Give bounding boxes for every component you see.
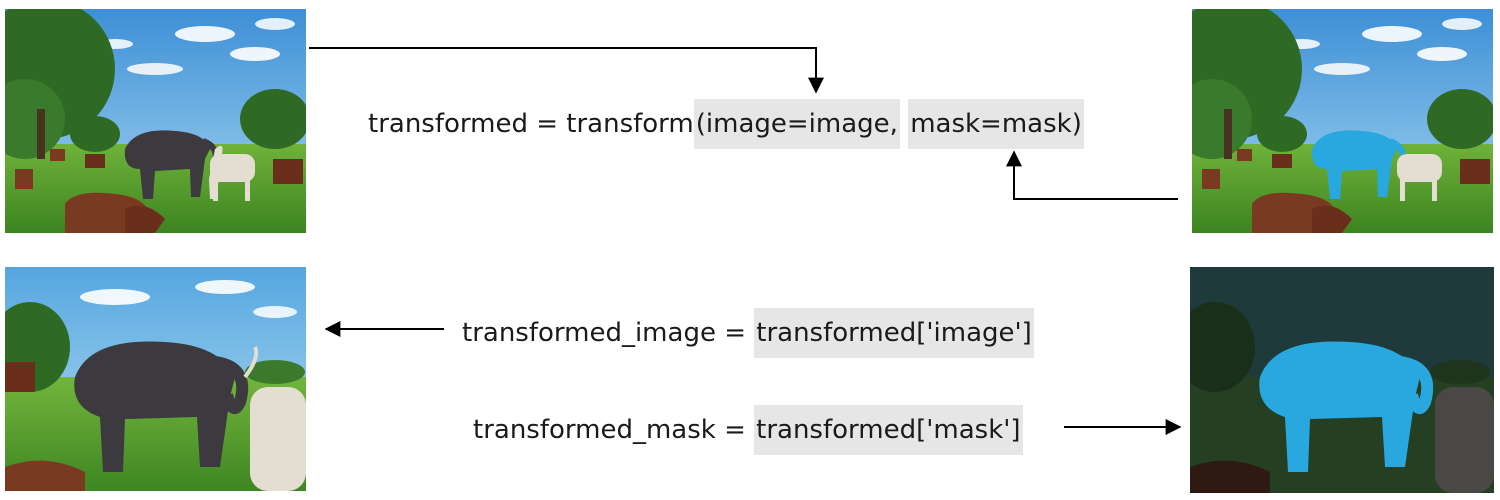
transformed-mask-assignment: transformed_mask =: [473, 415, 755, 445]
transformed-image-assignment: transformed_image =: [462, 318, 755, 348]
transformed-image-lookup: transformed['image']: [754, 308, 1034, 358]
mask-argument: mask=mask): [908, 99, 1084, 149]
transform-call-line: transformed = transform(image=image, mas…: [368, 99, 1084, 149]
transformed-image: [5, 267, 306, 491]
image-to-transform-arrow-icon: [309, 47, 824, 94]
transform-call-prefix: transformed = transform: [368, 109, 694, 139]
transformed-mask-lookup: transformed['mask']: [754, 405, 1023, 455]
mask-to-transform-arrow-icon: [1006, 150, 1178, 200]
savanna-scene-mask-image: [1192, 9, 1493, 233]
image-argument: (image=image,: [693, 99, 900, 149]
transformed-mask-line: transformed_mask = transformed['mask']: [473, 405, 1023, 455]
transformed-savanna-image: [5, 267, 306, 491]
transformed-mask-image: [1190, 267, 1494, 493]
savanna-scene-image: [5, 9, 306, 233]
input-mask-overlay-image: [1192, 9, 1493, 233]
input-image: [5, 9, 306, 233]
transformed-image-line: transformed_image = transformed['image']: [462, 308, 1034, 358]
transformed-mask-overlay-image: [1190, 267, 1494, 493]
